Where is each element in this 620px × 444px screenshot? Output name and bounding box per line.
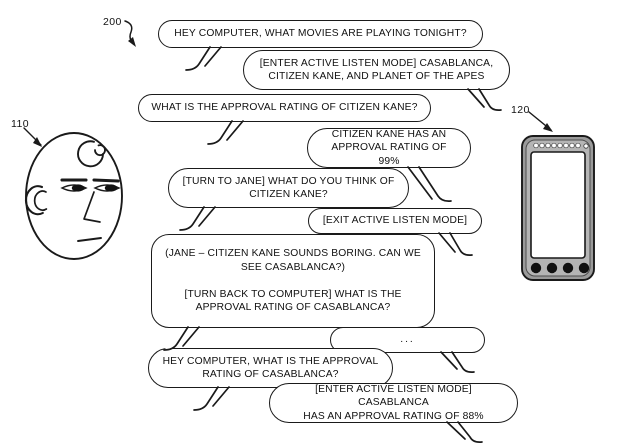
- speech-bubble-6: [EXIT ACTIVE LISTEN MODE]: [308, 208, 482, 234]
- speech-bubble-10: [ENTER ACTIVE LISTEN MODE] CASABLANCA HA…: [269, 383, 518, 423]
- device-speaker-grille: [533, 142, 581, 149]
- ref-numeral-120: 120: [511, 104, 530, 116]
- speech-bubble-1-text: HEY COMPUTER, WHAT MOVIES ARE PLAYING TO…: [174, 28, 467, 40]
- speech-bubble-8-text: ...: [400, 334, 415, 346]
- speech-bubble-5-text: [TURN TO JANE] WHAT DO YOU THINK OF CITI…: [182, 175, 395, 200]
- speech-bubble-6-text: [EXIT ACTIVE LISTEN MODE]: [322, 215, 468, 227]
- speech-bubble-4-text: CITIZEN KANE HAS AN APPROVAL RATING OF 9…: [331, 128, 447, 167]
- ref-numeral-200: 200: [103, 16, 122, 28]
- speech-bubble-5: [TURN TO JANE] WHAT DO YOU THINK OF CITI…: [168, 168, 409, 208]
- speech-bubble-9: HEY COMPUTER, WHAT IS THE APPROVAL RATIN…: [148, 348, 393, 388]
- user-face-illustration: [23, 127, 123, 260]
- mobile-device-illustration: [521, 111, 595, 281]
- figure-200-leader: [124, 20, 136, 47]
- speech-bubble-4: CITIZEN KANE HAS AN APPROVAL RATING OF 9…: [307, 128, 471, 168]
- speech-bubble-3-text: WHAT IS THE APPROVAL RATING OF CITIZEN K…: [151, 102, 418, 114]
- ref-numeral-110: 110: [11, 118, 29, 130]
- speech-bubble-2-text: [ENTER ACTIVE LISTEN MODE] CASABLANCA, C…: [259, 57, 494, 82]
- speech-bubble-10-text: [ENTER ACTIVE LISTEN MODE] CASABLANCA HA…: [303, 383, 484, 422]
- speech-bubble-1: HEY COMPUTER, WHAT MOVIES ARE PLAYING TO…: [158, 20, 483, 48]
- device-hardware-buttons: [530, 262, 590, 274]
- speech-bubble-3: WHAT IS THE APPROVAL RATING OF CITIZEN K…: [138, 94, 431, 122]
- speech-bubble-7: (JANE – CITIZEN KANE SOUNDS BORING. CAN …: [151, 234, 435, 328]
- speech-bubble-9-text: HEY COMPUTER, WHAT IS THE APPROVAL RATIN…: [162, 355, 379, 380]
- speech-bubble-7-text: (JANE – CITIZEN KANE SOUNDS BORING. CAN …: [165, 248, 421, 314]
- speech-bubble-2: [ENTER ACTIVE LISTEN MODE] CASABLANCA, C…: [243, 50, 510, 90]
